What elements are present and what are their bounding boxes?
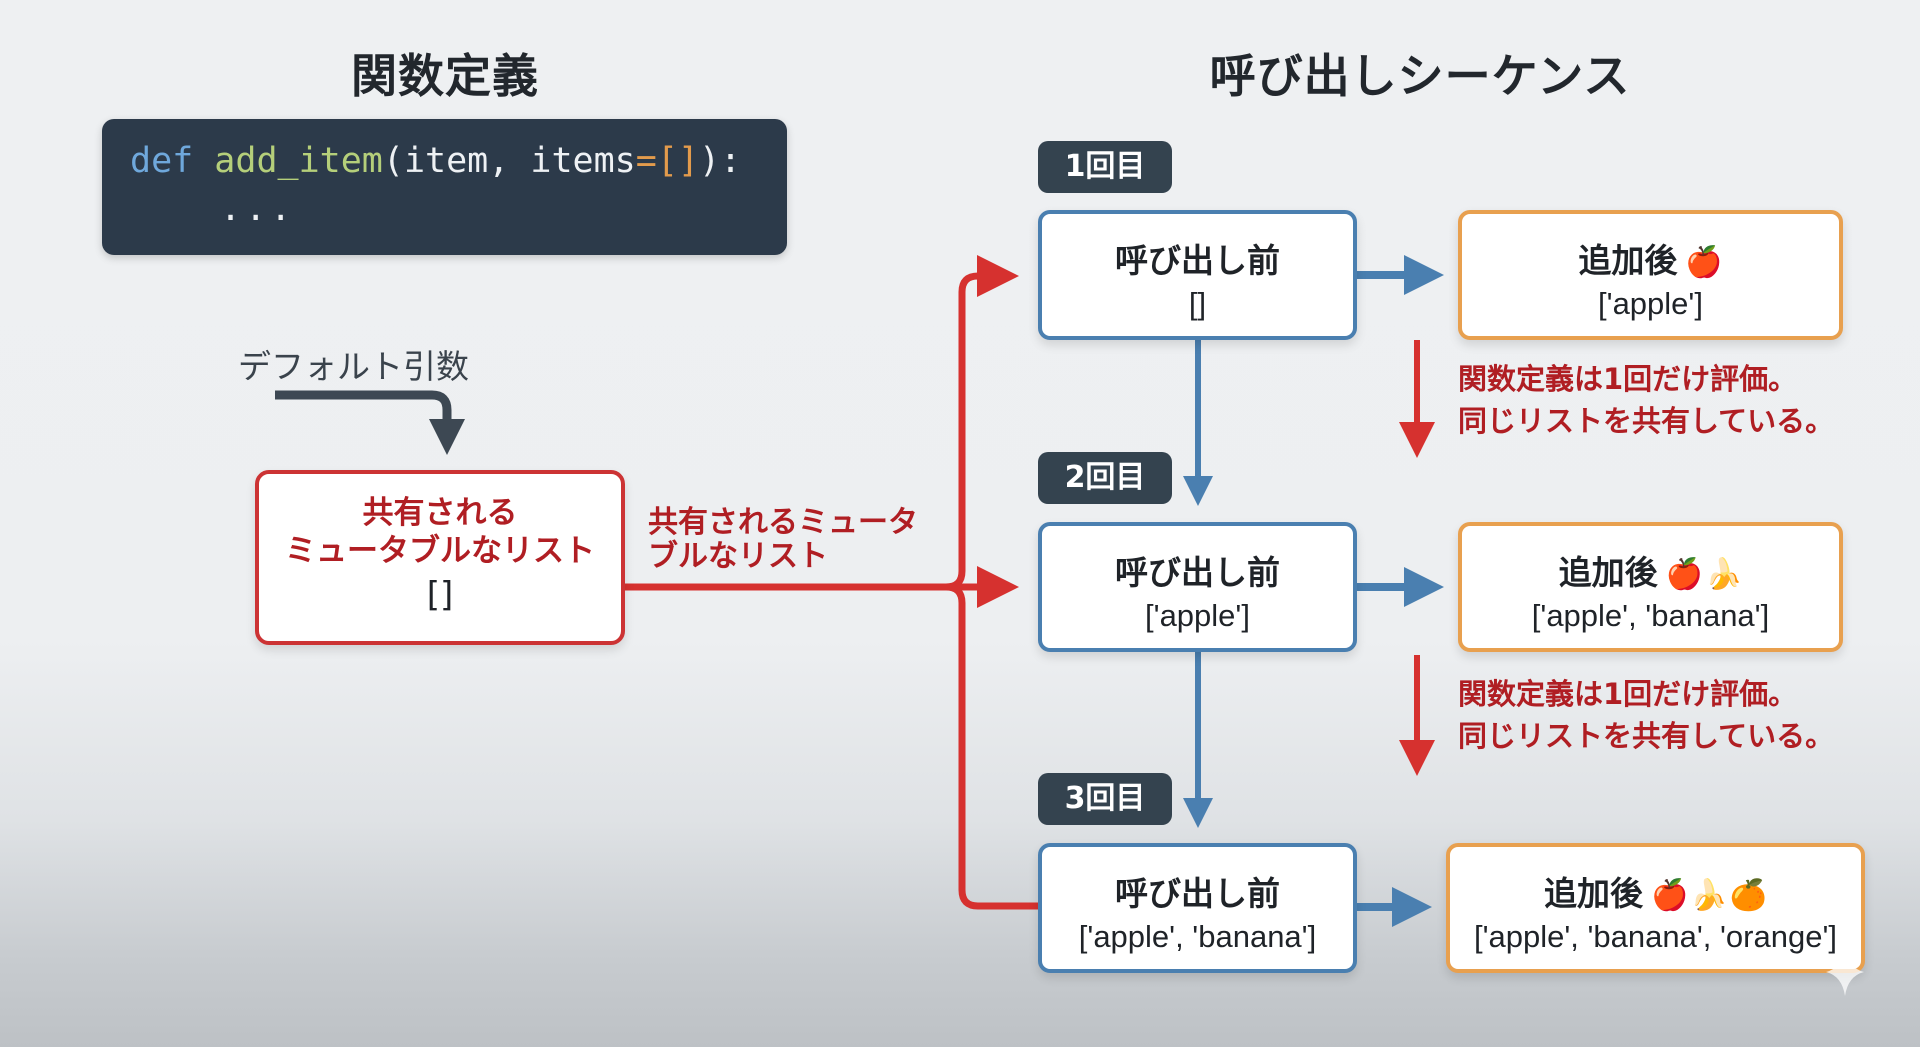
connector-label-line1: 共有されるミュータ [648, 505, 918, 540]
after-label: 追加後 [1558, 553, 1658, 592]
code-line-def: def add_item(item, items=[]): [130, 141, 741, 181]
before-label: 呼び出し前 [1115, 874, 1280, 913]
code-block: def add_item(item, items=[]): ... [102, 119, 787, 255]
before-label: 呼び出し前 [1115, 241, 1280, 280]
shared-mutable-list-box: 共有される ミュータブルなリスト [] [255, 470, 625, 645]
code-params-close: ): [698, 141, 742, 181]
shared-list-line-3 [945, 583, 1040, 910]
banana-icon: 🍌 [1705, 557, 1743, 592]
note-2: 関数定義は1回だけ評価。 同じリストを共有している。 [1458, 673, 1834, 757]
apple-icon: 🍎 [1650, 878, 1689, 913]
shared-list-arrow-1 [945, 255, 1019, 591]
note-1: 関数定義は1回だけ評価。 同じリストを共有している。 [1458, 358, 1834, 442]
default-arg-label: デフォルト引数 [238, 347, 469, 386]
code-keyword: def [130, 141, 194, 181]
connector-label-line2: ブルなリスト [648, 539, 828, 574]
call-3-after-box: 追加後🍎🍌🍊 ['apple', 'banana', 'orange'] [1446, 843, 1865, 973]
code-line-body: ... [220, 189, 296, 229]
call-2-after-box: 追加後🍎🍌 ['apple', 'banana'] [1458, 522, 1843, 652]
after-value: ['apple', 'banana'] [1531, 598, 1770, 633]
default-arg-arrow [275, 390, 465, 455]
call-1-before-box: 呼び出し前 [] [1038, 210, 1357, 340]
shared-box-value: [] [426, 575, 454, 615]
function-definition-title: 関数定義 [351, 49, 539, 103]
code-default-value: [] [656, 141, 699, 181]
call-3-badge: 3回目 [1038, 773, 1172, 825]
apple-icon: 🍎 [1665, 557, 1703, 592]
before-label: 呼び出し前 [1115, 553, 1280, 592]
after-value: ['apple', 'banana', 'orange'] [1473, 919, 1837, 954]
after-label: 追加後 [1578, 241, 1678, 280]
code-function-name: add_item [214, 141, 383, 181]
code-params: (item, items [382, 141, 636, 181]
orange-icon: 🍊 [1729, 878, 1768, 913]
after-label: 追加後 [1543, 874, 1643, 913]
call-2-before-box: 呼び出し前 ['apple'] [1038, 522, 1357, 652]
before-value: ['apple'] [1145, 598, 1250, 633]
call-1-after-box: 追加後🍎 ['apple'] [1458, 210, 1843, 340]
banana-icon: 🍌 [1690, 878, 1728, 913]
call-2-badge: 2回目 [1038, 452, 1172, 504]
before-value: ['apple', 'banana'] [1078, 919, 1317, 954]
code-equals: = [635, 141, 657, 181]
note-line1: 関数定義は1回だけ評価。 [1458, 362, 1798, 396]
shared-box-line1: 共有される [362, 495, 518, 531]
note-line2: 同じリストを共有している。 [1458, 719, 1835, 753]
shared-list-connector-label: 共有されるミュータ ブルなリスト [648, 506, 918, 574]
note-line1: 関数定義は1回だけ評価。 [1458, 677, 1798, 711]
note-line2: 同じリストを共有している。 [1458, 404, 1835, 438]
call-sequence-title: 呼び出しシーケンス [1209, 49, 1631, 103]
call-1-badge: 1回目 [1038, 141, 1172, 193]
after-value: ['apple'] [1598, 286, 1703, 321]
call-3-before-box: 呼び出し前 ['apple', 'banana'] [1038, 843, 1357, 973]
before-value: [] [1188, 286, 1207, 321]
sparkle-icon [1826, 948, 1864, 996]
apple-icon: 🍎 [1685, 245, 1723, 280]
shared-box-line2: ミュータブルなリスト [285, 533, 595, 569]
